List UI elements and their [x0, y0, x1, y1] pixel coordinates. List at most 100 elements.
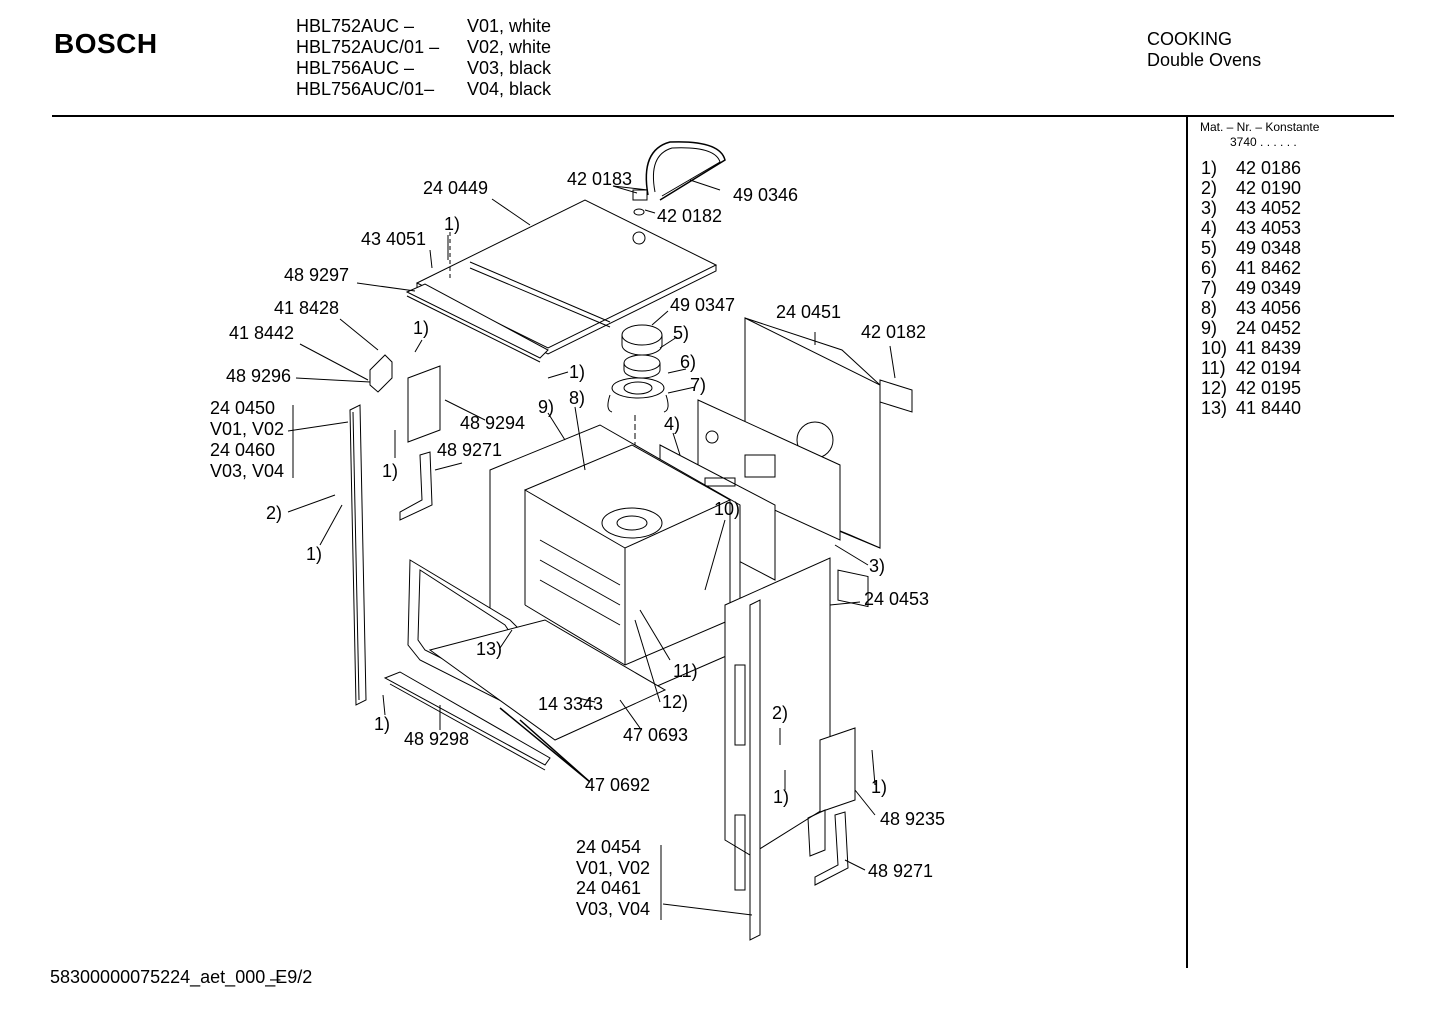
part-label: 48 9294 [460, 413, 526, 433]
sidebar-heading: Mat. – Nr. – Konstante 3740 . . . . . . [1200, 120, 1319, 150]
legend-part: 42 0186 [1236, 158, 1302, 178]
model-number: HBL756AUC – [296, 58, 415, 78]
legend-row: 4) 43 4053 [1201, 218, 1301, 238]
ref-label: 7) [690, 375, 707, 395]
part-label: 14 3343 [538, 694, 604, 714]
legend-part: 41 8462 [1236, 258, 1302, 278]
legend-part: 43 4056 [1236, 298, 1302, 318]
part-label: 24 0461 [576, 878, 642, 898]
ref-label: 4) [664, 414, 681, 434]
legend-ref: 10) [1201, 338, 1228, 358]
part-label: 49 0347 [670, 295, 736, 315]
model-variant: V02, white [467, 37, 552, 57]
part-label: 42 0182 [657, 206, 723, 226]
legend-ref: 4) [1201, 218, 1218, 238]
sidebar-constant: 3740 . . . . . . [1230, 135, 1297, 149]
legend-part: 43 4052 [1236, 198, 1302, 218]
subcategory: Double Ovens [1147, 50, 1262, 70]
exploded-view-drawing [287, 141, 913, 941]
legend-ref: 1) [1201, 158, 1218, 178]
ref-label: 1) [374, 714, 391, 734]
legend-row: 1) 42 0186 [1201, 158, 1301, 178]
front-trim [383, 671, 551, 771]
part-label: 42 0182 [861, 322, 927, 342]
legend-part: 43 4053 [1236, 218, 1302, 238]
legend-part: 42 0194 [1236, 358, 1302, 378]
part-label: 49 0346 [733, 185, 799, 205]
legend-ref: 7) [1201, 278, 1218, 298]
right-side-panel [724, 557, 831, 941]
ref-label: 1) [773, 787, 790, 807]
model-row: HBL752AUC/01 – V02, white [296, 37, 551, 58]
part-label: 24 0450 [210, 398, 276, 418]
bottom-panel [428, 619, 667, 741]
part-label: 24 0453 [864, 589, 930, 609]
ref-label: 1) [569, 362, 586, 382]
parts-legend: 1)42 0186 2)42 0190 3)43 4052 4)43 4053 … [1201, 158, 1301, 418]
model-row: HBL756AUC/01– V04, black [296, 79, 551, 100]
part-label: 24 0460 [210, 440, 276, 460]
part-label: 41 8442 [229, 323, 295, 343]
ref-label: 9) [538, 397, 555, 417]
ref-label: 1) [871, 777, 888, 797]
legend-row: 7)49 0349 [1201, 278, 1301, 298]
part-label: 48 9271 [868, 861, 934, 881]
ref-label: 2) [266, 503, 283, 523]
ref-label: 1) [306, 544, 323, 564]
part-label: 41 8428 [274, 298, 340, 318]
legend-row: 12)42 0195 [1201, 378, 1301, 398]
part-label: 48 9298 [404, 729, 470, 749]
sidebar-title: Mat. – Nr. – Konstante [1200, 120, 1320, 134]
legend-ref: 2) [1201, 178, 1218, 198]
legend-part: 41 8440 [1236, 398, 1302, 418]
part-label: 48 9297 [284, 265, 350, 285]
legend-part: 42 0190 [1236, 178, 1302, 198]
ref-label: 6) [680, 352, 697, 372]
sidebar-divider [1186, 116, 1188, 968]
part-label: 43 4051 [361, 229, 427, 249]
part-label: 47 0693 [623, 725, 689, 745]
model-variant: V04, black [467, 79, 552, 99]
ref-label: 5) [673, 323, 690, 343]
model-variant: V01, white [467, 16, 552, 36]
category-block: COOKING Double Ovens [1147, 29, 1261, 71]
ref-label: 1) [444, 214, 461, 234]
legend-part: 42 0195 [1236, 378, 1302, 398]
legend-row: 13)41 8440 [1201, 398, 1301, 418]
small-bracket [369, 354, 393, 393]
hinge-brackets [399, 365, 441, 521]
legend-ref: 6) [1201, 258, 1218, 278]
blower-assembly [607, 324, 669, 470]
variant-label: V01, V02 [576, 858, 651, 878]
header-divider [52, 115, 1394, 117]
part-label: 47 0692 [585, 775, 651, 795]
legend-row: 10) 41 8439 [1201, 338, 1301, 358]
model-row: HBL756AUC –V03, black [296, 58, 551, 79]
rail-bracket [405, 232, 549, 363]
part-label: 24 0454 [576, 837, 642, 857]
part-label: 24 0451 [776, 302, 842, 322]
part-label: 48 9296 [226, 366, 292, 386]
model-number: HBL752AUC – [296, 16, 415, 36]
variant-label: V03, V04 [576, 899, 651, 919]
legend-row: 6) 41 8462 [1201, 258, 1301, 278]
ref-label: 3) [869, 556, 886, 576]
legend-ref: 3) [1201, 198, 1218, 218]
legend-ref: 11) [1201, 358, 1226, 378]
model-number: HBL752AUC/01 – [296, 37, 440, 57]
model-row: HBL752AUC – V01, white [296, 16, 551, 37]
legend-part: 41 8439 [1236, 338, 1302, 358]
left-side-frame [349, 404, 367, 706]
part-label: 48 9271 [437, 440, 503, 460]
legend-part: 24 0452 [1236, 318, 1302, 338]
legend-row: 9)24 0452 [1201, 318, 1301, 338]
leader-lines [287, 179, 896, 920]
ref-label: 8) [569, 388, 586, 408]
model-number: HBL756AUC/01– [296, 79, 435, 99]
ref-label: 11) [673, 661, 698, 681]
brand-logo: BOSCH [54, 28, 158, 59]
category: COOKING [1147, 29, 1233, 49]
ref-label: 1) [413, 318, 430, 338]
gas-hose [632, 141, 726, 216]
document-id: 58300000075224_aet_000_̶E9/2 [50, 967, 313, 987]
